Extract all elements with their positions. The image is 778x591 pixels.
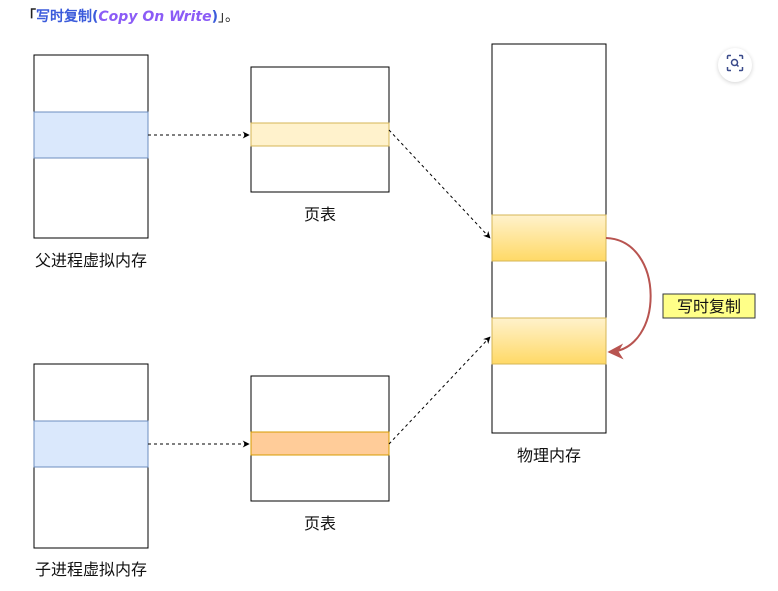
child-virtual-memory: 子进程虚拟内存 [33,363,149,579]
page-table-bottom-label: 页表 [304,514,336,533]
heading-close-bracket: 」。 [217,9,239,25]
heading-cn-title: 写时复制 [36,9,92,25]
physical-page-original [491,214,607,262]
physical-page-copy [491,317,607,365]
zoom-button[interactable] [718,48,752,82]
heading-en-title: Copy On Write [98,9,212,25]
page-table-bottom-entry [250,431,390,456]
cow-label-text: 写时复制 [677,297,741,316]
heading-paren-open: ( [92,9,99,25]
physical-memory-label: 物理内存 [517,446,581,465]
parent-vm-segment [33,111,149,159]
parent-vm-label: 父进程虚拟内存 [35,251,147,270]
heading-open-bracket: 「 [22,9,36,25]
zoom-scan-icon [726,54,744,76]
page-table-top-label: 页表 [304,205,336,224]
heading-paren-close: ) [211,9,218,25]
arrow-bottom-pagetable-to-physical [388,336,491,445]
arrow-top-pagetable-to-physical [388,129,491,239]
cow-label-bg [662,293,756,319]
parent-virtual-memory: 父进程虚拟内存 [33,54,149,270]
page-table-top: 页表 [250,66,390,224]
page-table-bottom: 页表 [250,375,390,533]
physical-memory: 物理内存 [491,43,607,465]
child-vm-label: 子进程虚拟内存 [35,560,147,579]
page-heading: 「写时复制(Copy On Write)」。 [22,6,239,26]
page-table-top-entry [250,122,390,147]
child-vm-segment [33,420,149,468]
cow-label-box: 写时复制 [662,293,756,319]
cow-curved-arrow [605,237,652,360]
